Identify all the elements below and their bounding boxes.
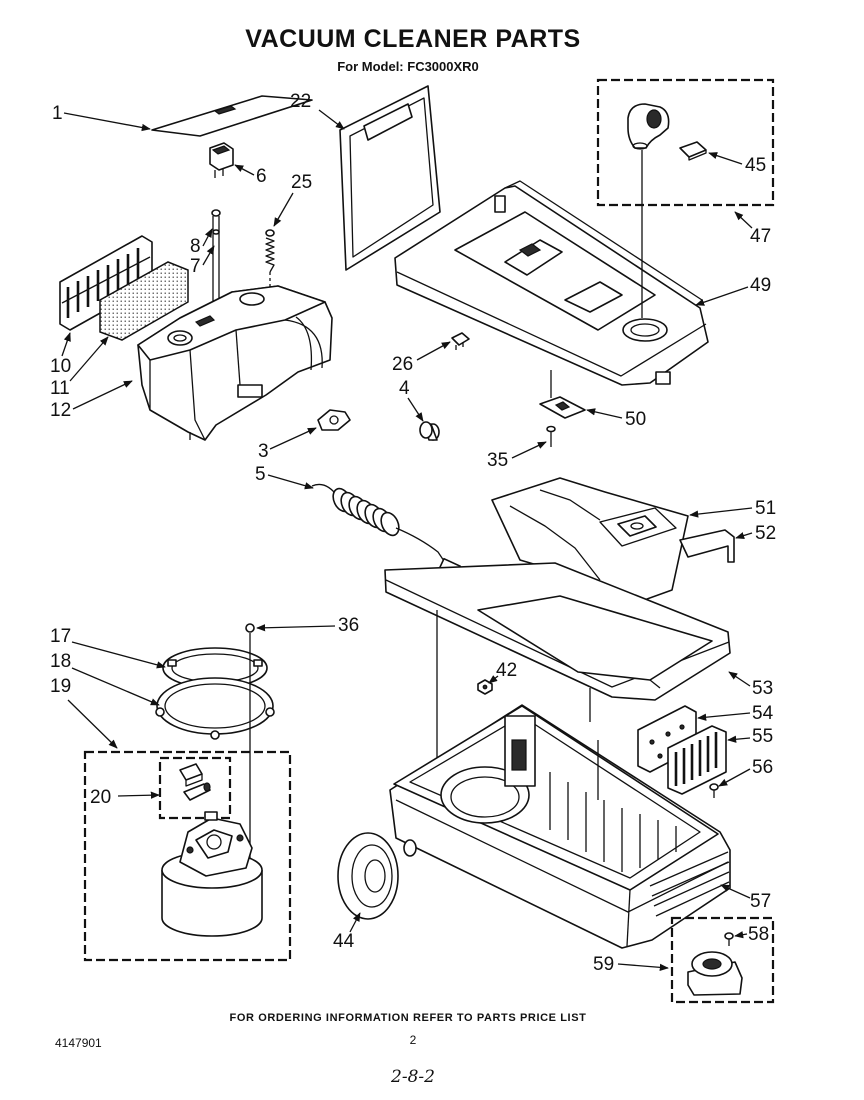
part-7-8-rods	[211, 209, 221, 305]
callout-45: 45	[745, 155, 766, 176]
part-49-top-cover	[394, 180, 709, 386]
part-56-screw	[709, 783, 719, 798]
part-59-switch-box	[670, 916, 775, 1004]
callout-54: 54	[752, 703, 774, 724]
callout-53: 53	[752, 678, 773, 699]
callout-7: 7	[190, 256, 201, 277]
page-number: 2	[410, 1033, 417, 1047]
part-3-bracket	[317, 409, 351, 431]
motor-unit	[161, 811, 263, 937]
callout-50: 50	[625, 409, 646, 430]
callout-6: 6	[256, 166, 267, 187]
callout-17: 17	[50, 626, 71, 647]
part-4-plug	[419, 421, 440, 441]
callout-58: 58	[748, 924, 769, 945]
callout-25: 25	[291, 172, 312, 193]
ordering-note: FOR ORDERING INFORMATION REFER TO PARTS …	[230, 1012, 587, 1024]
part-44-wheel	[337, 832, 399, 920]
callout-1: 1	[52, 103, 63, 124]
callout-19: 19	[50, 676, 71, 697]
part-55-filter	[667, 725, 727, 795]
part-53-lid-frame	[384, 562, 731, 701]
callout-12: 12	[50, 400, 71, 421]
callout-57: 57	[750, 891, 771, 912]
handwritten-note: 2-8-2	[390, 1067, 435, 1087]
callout-11: 11	[50, 378, 70, 399]
callout-10: 10	[50, 356, 71, 377]
part-47-assembly-box	[596, 78, 775, 207]
callout-56: 56	[752, 757, 773, 778]
callout-51: 51	[755, 498, 776, 519]
part-52-bag-holder	[679, 529, 735, 563]
callout-22: 22	[290, 91, 311, 112]
part-26-clip	[451, 332, 470, 350]
callout-55: 55	[752, 726, 773, 747]
part-1-top-plate	[151, 95, 313, 137]
callout-59: 59	[593, 954, 614, 975]
callout-20: 20	[90, 787, 111, 808]
callout-18: 18	[50, 651, 71, 672]
model-number: For Model: FC3000XR0	[337, 59, 479, 74]
part-19-motor-box	[83, 750, 292, 962]
callout-3: 3	[258, 441, 269, 462]
callout-5: 5	[255, 464, 266, 485]
callout-47: 47	[750, 226, 771, 247]
callout-35: 35	[487, 450, 508, 471]
part-11-filter	[99, 261, 189, 341]
document-number: 4147901	[55, 1036, 102, 1050]
callout-8: 8	[190, 236, 201, 257]
callout-26: 26	[392, 354, 413, 375]
part-57-canister-body	[389, 704, 731, 949]
callout-labels: 1 6 25 8 7 10 11 12 22 45 47 49 26 4 50 …	[50, 91, 776, 975]
part-35-screw	[546, 425, 556, 447]
callout-44: 44	[333, 931, 355, 952]
part-45-clip	[679, 141, 707, 161]
part-22-panel	[339, 85, 441, 271]
callout-4: 4	[399, 378, 410, 399]
callout-36: 36	[338, 615, 359, 636]
part-6-switch	[209, 142, 234, 178]
diagram-title: VACUUM CLEANER PARTS	[245, 25, 580, 53]
callout-49: 49	[750, 275, 771, 296]
part-36-screw	[245, 623, 255, 868]
part-20-brush-kit	[158, 756, 232, 820]
leader-lines	[61, 109, 753, 971]
part-12-handle-housing	[137, 285, 333, 441]
part-58-screw	[724, 932, 734, 946]
callout-42: 42	[496, 660, 517, 681]
part-18-gasket	[155, 677, 275, 740]
part-50-plate	[539, 396, 586, 419]
callout-52: 52	[755, 523, 776, 544]
